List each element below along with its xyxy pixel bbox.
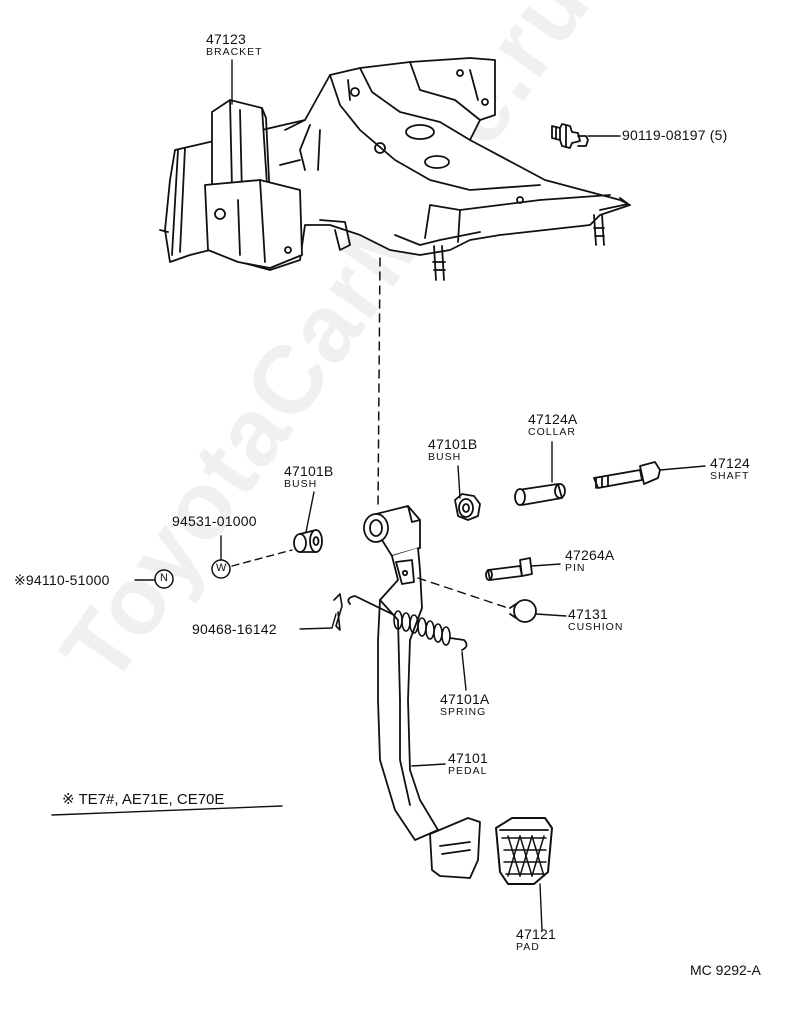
spring-name: SPRING <box>440 706 487 718</box>
label-collar: 47124A COLLAR <box>528 412 577 438</box>
shaft-number: 47124 <box>710 455 750 471</box>
applicability-note: ※ TE7#, AE71E, CE70E <box>62 791 225 808</box>
label-pedal: 47101 PEDAL <box>448 751 488 777</box>
cushion-drawing <box>417 577 567 623</box>
label-washer: 94531-01000 <box>172 514 257 528</box>
label-bush-upper: 47101B BUSH <box>428 437 477 463</box>
bush-upper-name: BUSH <box>428 451 462 463</box>
label-pad: 47121 PAD <box>516 927 556 953</box>
label-pin: 47264A PIN <box>565 548 614 574</box>
collar-drawing <box>514 483 566 506</box>
pad-name: PAD <box>516 941 540 953</box>
bush-upper-drawing <box>454 493 481 521</box>
clip-drawing <box>333 593 343 631</box>
spring-number: 47101A <box>440 691 490 707</box>
bush-left-drawing <box>293 529 323 553</box>
collar-name: COLLAR <box>528 426 577 438</box>
bush-left-name: BUSH <box>284 478 318 490</box>
diagram-code: MC 9292-A <box>690 962 761 978</box>
label-nut: ※94110-51000 <box>14 573 110 587</box>
bracket-drawing <box>159 57 631 281</box>
bush-upper-number: 47101B <box>428 436 478 452</box>
washer-number: 94531-01000 <box>172 513 257 529</box>
pin-number: 47264A <box>565 547 615 563</box>
collar-number: 47124A <box>528 411 578 427</box>
label-clip: 90468-16142 <box>192 622 277 636</box>
bush-left-number: 47101B <box>284 463 334 479</box>
pedal-name: PEDAL <box>448 765 488 777</box>
nut-number: ※94110-51000 <box>14 572 110 588</box>
washer-line <box>231 549 293 567</box>
shaft-drawing <box>593 461 706 489</box>
assembly-centerline <box>377 257 381 509</box>
bolt-drawing <box>551 123 621 149</box>
bracket-number: 47123 <box>206 31 246 47</box>
leader-lines <box>51 59 553 931</box>
washer-symbol-letter: W <box>216 562 227 574</box>
shaft-name: SHAFT <box>710 470 750 482</box>
pin-drawing <box>485 557 561 581</box>
pin-name: PIN <box>565 562 586 574</box>
label-bracket: 47123 BRACKET <box>206 32 263 58</box>
clip-number: 90468-16142 <box>192 621 277 637</box>
label-bush-left: 47101B BUSH <box>284 464 333 490</box>
pad-drawing <box>495 817 553 885</box>
spring-drawing <box>347 595 468 651</box>
cushion-number: 47131 <box>568 606 608 622</box>
pedal-number: 47101 <box>448 750 488 766</box>
cushion-name: CUSHION <box>568 621 624 633</box>
label-cushion: 47131 CUSHION <box>568 607 623 633</box>
bolt-number: 90119-08197 (5) <box>622 127 728 143</box>
bracket-name: BRACKET <box>206 46 263 58</box>
label-spring: 47101A SPRING <box>440 692 489 718</box>
pedal-drawing <box>363 505 481 879</box>
label-shaft: 47124 SHAFT <box>710 456 750 482</box>
nut-symbol-letter: N <box>160 572 168 584</box>
nut-symbol <box>154 569 174 589</box>
label-bolt: 90119-08197 (5) <box>622 128 727 142</box>
pad-number: 47121 <box>516 926 556 942</box>
